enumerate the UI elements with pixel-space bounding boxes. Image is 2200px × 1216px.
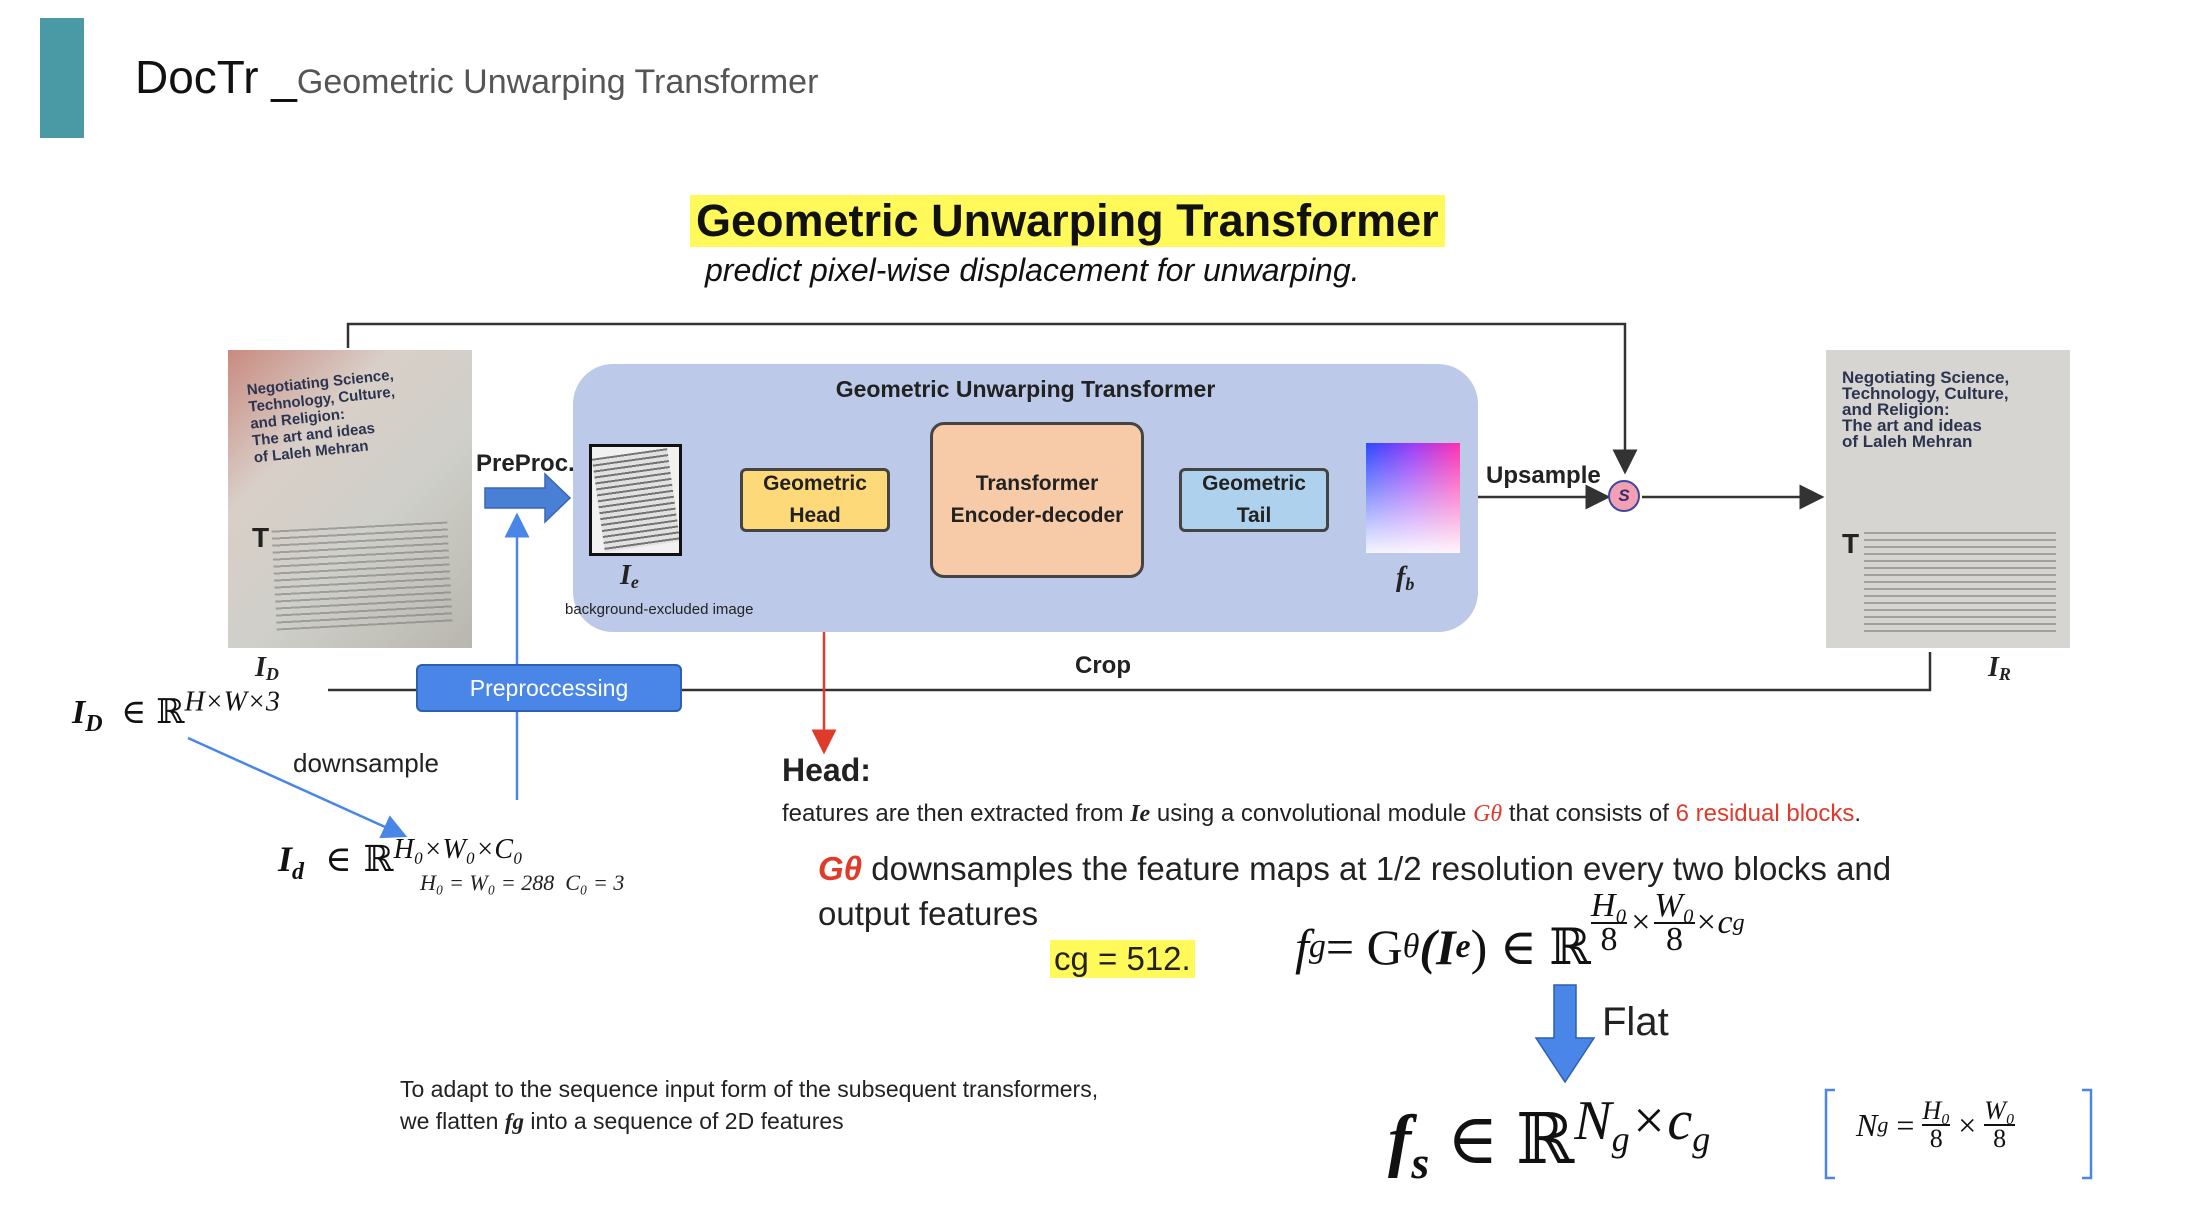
flatten-text-line-2: we flatten fg into a sequence of 2D feat… <box>400 1108 844 1134</box>
downsample-diagonal-arrow <box>187 736 408 839</box>
transformer-block: Transformer Encoder-decoder <box>930 422 1144 578</box>
id-formula: ID ∈ℝH×W×3 <box>72 686 280 737</box>
head-line-2: Gθ downsamples the feature maps at 1/2 r… <box>818 850 1892 887</box>
ie-label: Ie <box>620 560 639 593</box>
output-document-letter: T <box>1842 528 1860 559</box>
head-line-1: features are then extracted from Ie usin… <box>782 800 1862 827</box>
ng-bracket-right <box>2082 1088 2093 1180</box>
idd-formula: Id ∈ℝH₀×W₀×C₀ <box>278 834 523 886</box>
bypass-connector <box>346 322 1638 475</box>
fb-flow-map <box>1366 443 1460 553</box>
downsample-label: downsample <box>293 748 439 778</box>
preprocessing-button[interactable]: Preproccessing <box>416 664 682 712</box>
input-document-image: Negotiating Science, Technology, Culture… <box>228 350 472 648</box>
fs-equation: fs ∈ ℝNg×cg <box>1388 1089 1711 1188</box>
head-section-title: Head: <box>782 752 871 788</box>
crop-connector <box>328 652 1932 692</box>
output-document-lines <box>1864 532 2056 636</box>
main-subheading: predict pixel-wise displacement for unwa… <box>705 252 1360 288</box>
slide-title-sub: Geometric Unwarping Transformer <box>296 63 819 101</box>
bg-excluded-caption: background-excluded image <box>565 601 754 618</box>
ir-label: IR <box>1988 652 2011 685</box>
accent-bar <box>40 18 84 138</box>
preproc-label: PreProc. <box>476 450 575 477</box>
id-label: ID <box>255 652 279 685</box>
output-document-image: Negotiating Science, Technology, Culture… <box>1826 350 2070 648</box>
upsample-label: Upsample <box>1486 462 1601 489</box>
s-node: S <box>1608 480 1640 512</box>
fb-label: fb <box>1396 562 1415 595</box>
flatten-text-line-1: To adapt to the sequence input form of t… <box>400 1076 1099 1102</box>
ie-thumbnail <box>589 444 682 556</box>
slide-title-main: DocTr _ <box>135 51 297 103</box>
preproc-arrow <box>484 472 572 524</box>
input-document-lines <box>271 521 453 631</box>
output-document-text: Negotiating Science, Technology, Culture… <box>1842 368 2010 451</box>
cg-highlight: cg = 512. <box>1050 940 1195 978</box>
input-document-text: Negotiating Science, Technology, Culture… <box>245 366 396 467</box>
main-heading: Geometric Unwarping Transformer <box>690 195 1445 247</box>
gut-module-title: Geometric Unwarping Transformer <box>835 376 1216 402</box>
ng-bracket-left <box>1824 1088 1835 1180</box>
ie-thumbnail-content <box>592 448 679 552</box>
geometric-head-block: Geometric Head <box>740 468 890 532</box>
idd-params: H₀ = W₀ = 288 C₀ = 3 <box>420 870 625 895</box>
head-line-3: output features <box>818 895 1039 932</box>
crop-label: Crop <box>1075 652 1131 679</box>
geometric-tail-block: Geometric Tail <box>1179 468 1329 532</box>
slide-title: DocTr _Geometric Unwarping Transformer <box>135 50 818 104</box>
input-document-letter: T <box>252 522 270 553</box>
flat-label: Flat <box>1602 1000 1669 1044</box>
flat-down-arrow <box>1534 984 1596 1084</box>
